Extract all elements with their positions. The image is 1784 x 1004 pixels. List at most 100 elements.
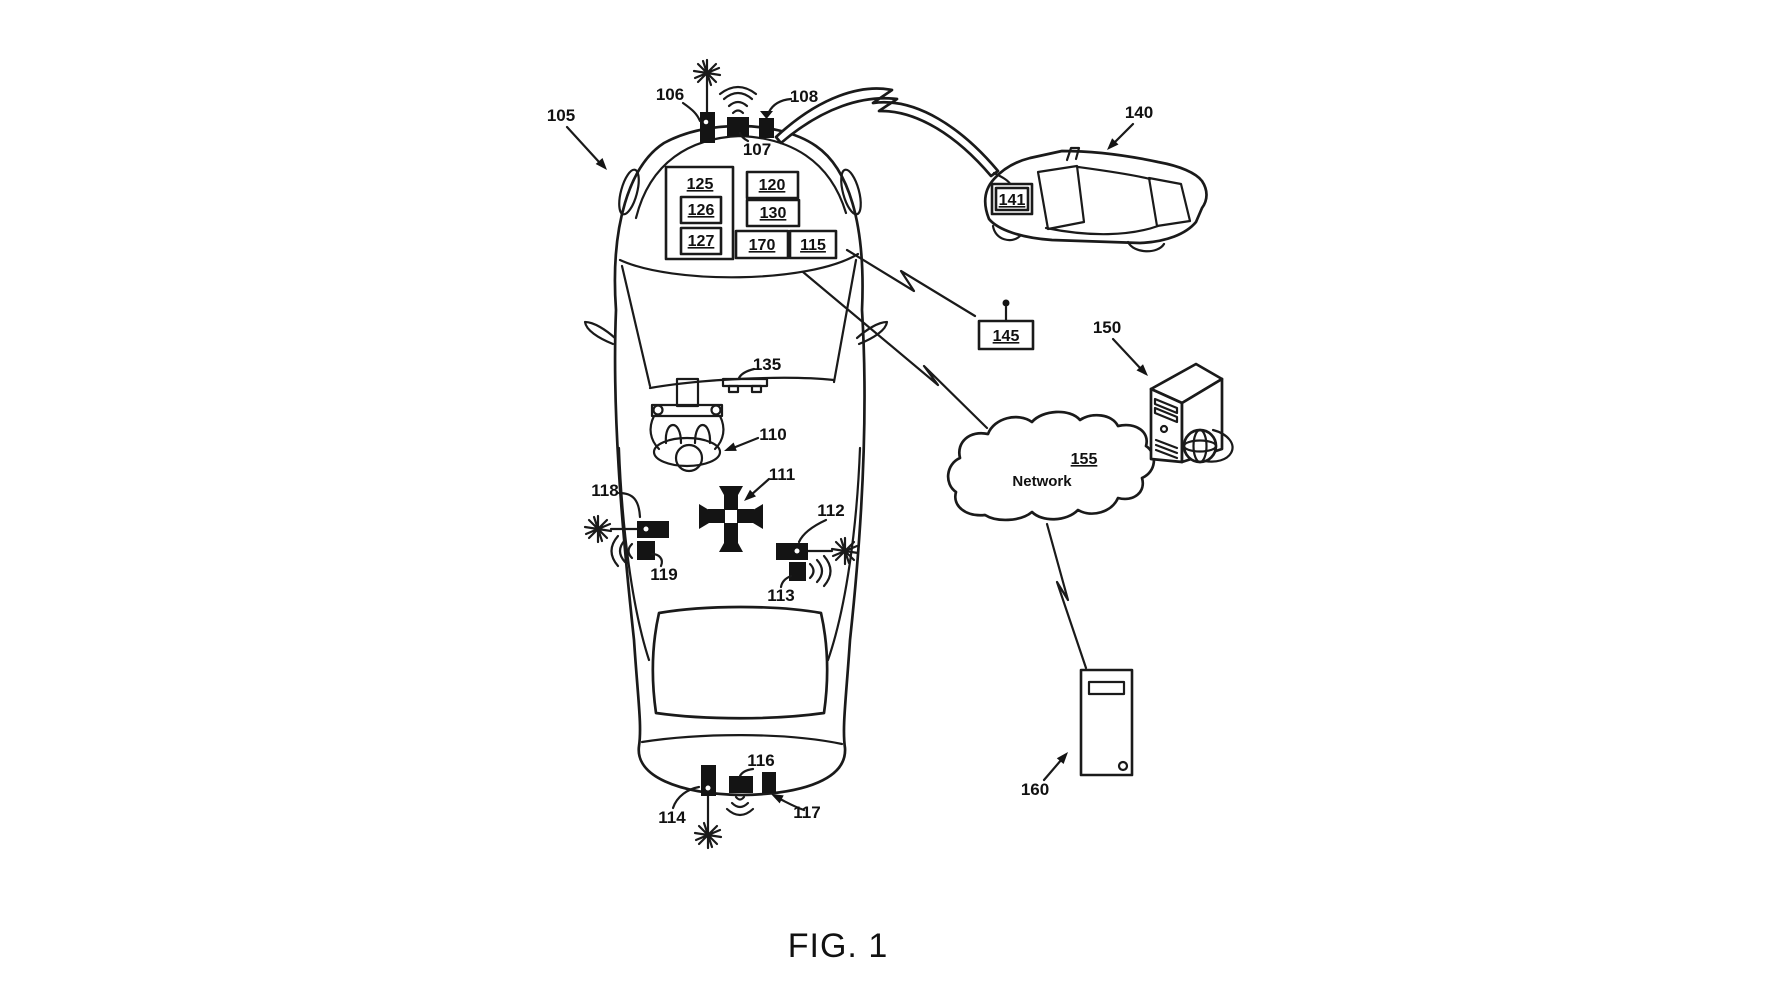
device-box-145: [977, 319, 1035, 351]
sensor-116: [729, 776, 753, 793]
computer-power-button: [1117, 760, 1129, 772]
arrowhead-105: [595, 158, 607, 170]
ref-111: 111: [769, 465, 796, 484]
steering-rim: [652, 436, 722, 468]
module-ref-141: 141: [999, 192, 1026, 209]
link-145-bolt-icon: [845, 248, 977, 318]
module-box-126: [679, 195, 723, 225]
module-ref-115: 115: [800, 237, 826, 254]
sensor-108: [759, 118, 774, 138]
arrowhead-111: [744, 489, 756, 501]
ref-160: 160: [1021, 780, 1049, 799]
sensor-117: [762, 772, 776, 793]
imu-cross-111: [699, 486, 763, 552]
mirror-mount-135: [721, 377, 769, 394]
car140-rear-window: [1147, 176, 1192, 228]
computer-drive-slot: [1087, 680, 1126, 696]
lidar-beam-right-icon: [830, 536, 860, 566]
ref-110: 110: [759, 425, 786, 444]
module-ref-170: 170: [749, 237, 776, 254]
ref-118: 118: [591, 481, 618, 500]
server-vents: [1153, 397, 1179, 424]
ref-108: 108: [790, 87, 818, 106]
link-cloud-bolt-icon: [801, 270, 989, 430]
sound-waves-107-icon: [718, 85, 758, 115]
imu-center-window: [725, 510, 737, 523]
sound-waves-119-icon: [610, 534, 634, 568]
car140-fin: [1065, 146, 1081, 162]
door-seam-left: [617, 446, 651, 662]
server-150: [1149, 362, 1234, 464]
figure-title: FIG. 1: [788, 927, 888, 965]
ref-117: 117: [793, 803, 820, 822]
network-ref-155: 155: [1071, 451, 1098, 468]
windshield-right-line: [832, 258, 858, 384]
module-box-141: [994, 186, 1030, 212]
ref-113: 113: [767, 586, 794, 605]
ref-114: 114: [658, 808, 686, 827]
driver-head: [674, 443, 704, 473]
sensor-106: [700, 112, 715, 143]
car140-body-outline: [983, 149, 1208, 245]
cowl-curve: [618, 252, 860, 279]
vehicle-modules: 125 126 127 120 130 170 115: [664, 165, 838, 261]
sensor-114: [701, 765, 716, 796]
module-ref-125: 125: [687, 176, 714, 193]
sensor-113: [789, 562, 806, 581]
server-slots: [1154, 438, 1179, 460]
module-ref-130: 130: [760, 205, 787, 222]
steering-assembly-110: [649, 377, 725, 473]
arrowhead-150: [1136, 364, 1148, 376]
cloud-icon: [946, 410, 1156, 522]
module-box-170: [734, 229, 790, 260]
mount-foot-left: [727, 384, 740, 394]
vehicle-105: [583, 124, 889, 797]
ref-119: 119: [650, 565, 677, 584]
ref-107: 107: [743, 140, 771, 159]
steering-top-bar: [650, 403, 724, 418]
steering-side-right: [713, 414, 725, 451]
module-ref-126: 126: [688, 202, 715, 219]
ref-106: 106: [656, 85, 684, 104]
mount-bar: [721, 377, 769, 388]
sound-waves-113-icon: [808, 554, 832, 588]
headlight-right: [840, 168, 862, 216]
sensor-112: [776, 543, 808, 560]
module-ref-127: 127: [688, 233, 715, 250]
ref-140: 140: [1125, 103, 1153, 122]
sensor-118: [637, 521, 669, 538]
module-box-127: [679, 226, 723, 256]
vehicle-140: 141: [983, 146, 1208, 253]
windshield-left-line: [620, 264, 652, 388]
front-sensors: [692, 58, 774, 143]
module-box-130: [745, 198, 801, 228]
sensor-119: [637, 541, 655, 560]
link-160-bolt-icon: [1045, 522, 1088, 670]
ref-112: 112: [817, 501, 844, 520]
headlight-left: [618, 168, 640, 216]
transponder-145: 145: [977, 299, 1035, 351]
lidar-beam-rear-icon: [693, 820, 723, 850]
steering-post-right: [710, 404, 722, 416]
sound-waves-116-icon: [725, 795, 755, 817]
wireless-links: [774, 87, 1088, 670]
arrowhead-117: [771, 794, 784, 804]
mirror-right: [855, 320, 889, 346]
globe-stand: [1203, 428, 1234, 463]
ref-105: 105: [547, 106, 575, 125]
rear-sensors: [693, 765, 776, 850]
steering-post-left: [652, 404, 664, 416]
arrowhead-140: [1107, 138, 1119, 150]
left-sensors: [583, 514, 669, 568]
right-sensors: [776, 536, 860, 588]
arrowhead-160: [1056, 752, 1068, 764]
network-cloud-155: 155 Network: [946, 410, 1156, 522]
steering-arch-right: [693, 424, 712, 445]
car140-roofline: [1076, 165, 1152, 181]
server-power-button: [1159, 424, 1169, 434]
globe-icon: [1182, 428, 1218, 464]
lidar-beam-front-icon: [692, 58, 722, 88]
device-ref-145: 145: [993, 328, 1020, 345]
